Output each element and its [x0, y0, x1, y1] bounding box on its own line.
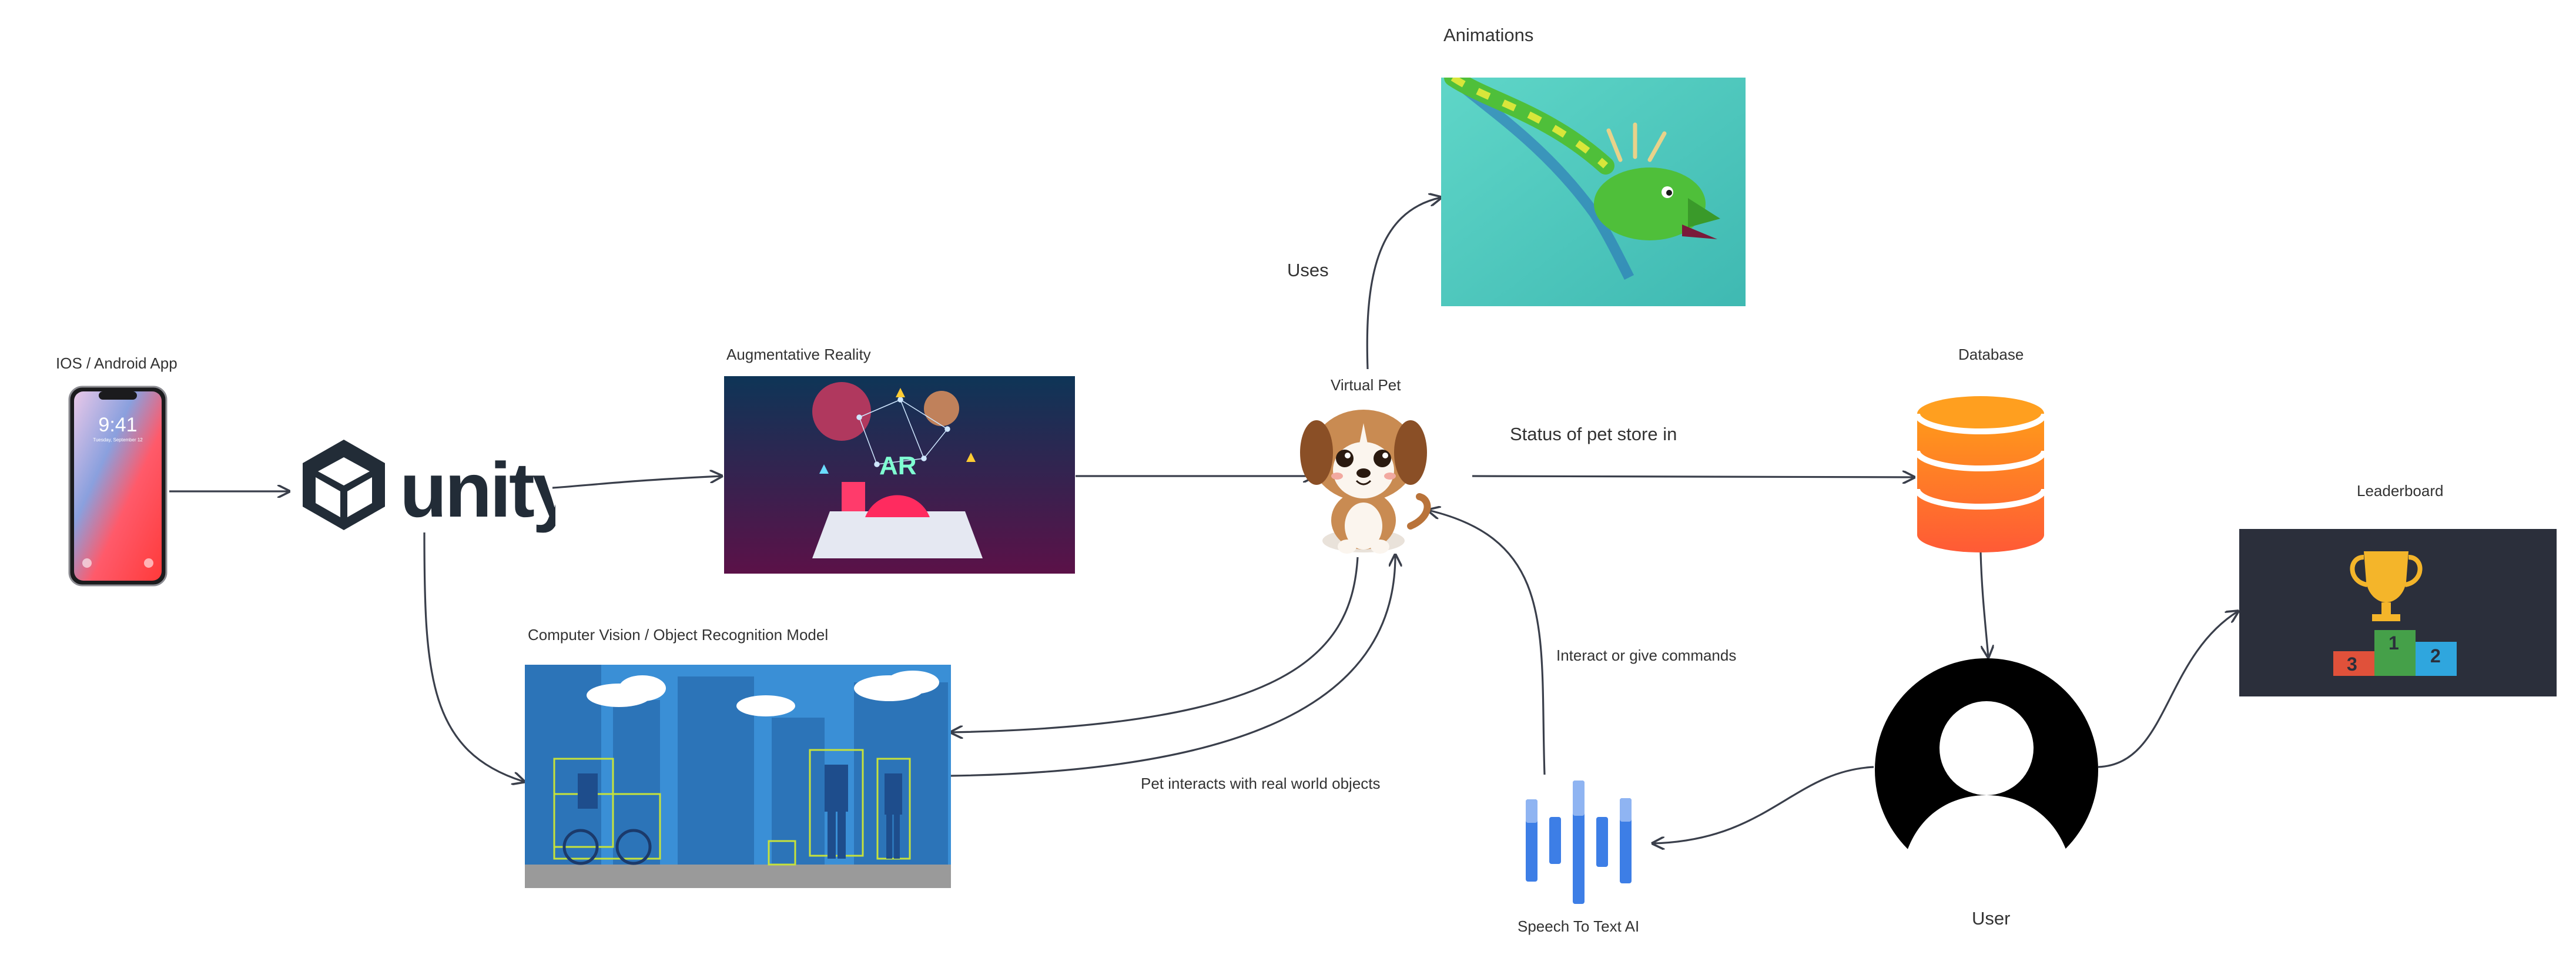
edge-label-status: Status of pet store in	[1510, 424, 1677, 444]
leaderboard-place-3: 3	[2347, 654, 2357, 675]
ar-illustration-icon	[724, 376, 1075, 574]
puppy-icon	[1300, 410, 1431, 554]
edge-cv-pet	[950, 555, 1395, 777]
unity-wordmark: unity	[400, 447, 555, 533]
animations-label: Animations	[1443, 25, 1534, 45]
edge-speech-pet	[1428, 510, 1546, 775]
edge-database-user	[1979, 552, 1988, 657]
edge-user-leaderboard	[2098, 611, 2238, 768]
user-avatar-icon	[1875, 658, 2098, 883]
unity-logo-icon	[303, 440, 385, 530]
smartphone-icon	[68, 386, 168, 587]
phone-label: IOS / Android App	[56, 354, 177, 372]
phone-time: 9:41	[98, 414, 138, 436]
edge-pet-cv	[951, 557, 1359, 732]
leaderboard-place-2: 2	[2430, 645, 2441, 666]
edge-label-uses: Uses	[1287, 260, 1329, 280]
edge-label-real-world: Pet interacts with real world objects	[1141, 775, 1381, 792]
pet-node[interactable]	[1293, 400, 1434, 558]
leaderboard-label: Leaderboard	[2357, 482, 2444, 500]
leaderboard-node[interactable]: 3 1 2	[2239, 529, 2557, 696]
ar-label: Augmentative Reality	[726, 346, 871, 363]
object-detection-illustration-icon	[525, 665, 951, 888]
edge-unity-ar	[552, 476, 722, 489]
trophy-podium-icon	[2333, 551, 2457, 676]
edge-pet-animations	[1366, 197, 1441, 370]
edge-unity-cv	[423, 532, 524, 782]
unity-node[interactable]: unity	[297, 435, 555, 541]
pet-label: Virtual Pet	[1331, 376, 1401, 394]
leaderboard-place-1: 1	[2389, 632, 2399, 654]
sound-wave-icon	[1526, 781, 1632, 904]
user-node[interactable]	[1874, 657, 2100, 883]
dragon-animation-icon	[1441, 78, 1746, 306]
ar-badge: AR	[879, 451, 917, 480]
speech-label: Speech To Text AI	[1518, 917, 1640, 935]
speech-node[interactable]	[1522, 776, 1640, 908]
cv-label: Computer Vision / Object Recognition Mod…	[528, 626, 829, 644]
animations-node[interactable]	[1441, 78, 1746, 306]
database-node[interactable]	[1915, 395, 2047, 554]
ar-node[interactable]: AR	[724, 376, 1075, 574]
edge-pet-database	[1472, 476, 1914, 477]
database-cylinder-icon	[1915, 396, 2047, 552]
cv-node[interactable]	[525, 665, 951, 888]
database-label: Database	[1958, 346, 2024, 363]
user-label: User	[1972, 908, 2011, 929]
edge-user-speech	[1653, 766, 1874, 843]
phone-node[interactable]: 9:41 Tuesday, September 12	[68, 386, 168, 587]
edge-label-interact: Interact or give commands	[1556, 647, 1737, 664]
phone-date: Tuesday, September 12	[93, 437, 143, 443]
